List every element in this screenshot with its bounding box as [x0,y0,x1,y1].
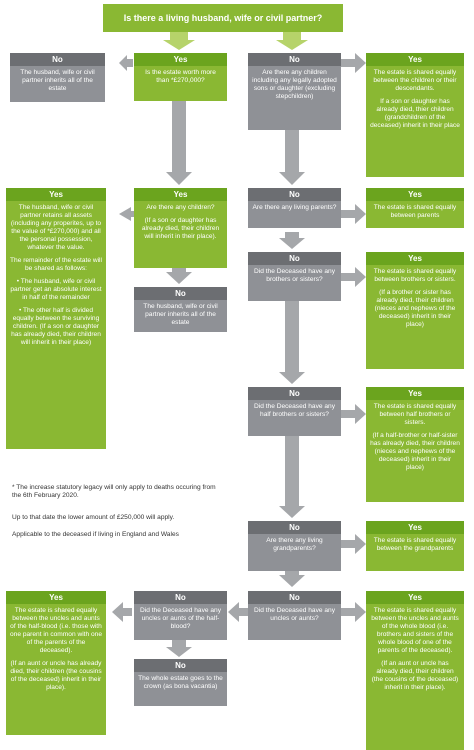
brothers-sisters-text: Did the Deceased have any brothers or si… [248,265,341,301]
children-question-p2: (If a son or daughter has already died, … [141,217,220,240]
no-header: No [248,591,341,604]
uncles-whole-share-p1: The estate is shared equally between the… [371,607,459,654]
half-siblings-box: No Did the Deceased have any half brothe… [248,387,341,436]
no-header: No [248,53,341,66]
uncles-whole-share-text: The estate is shared equally between the… [366,604,464,750]
children-share-text: The estate is shared equally between the… [366,66,464,177]
half-siblings-share-p1: The estate is shared equally between hal… [373,403,457,426]
half-uncles-share-text: The estate is shared equally between the… [6,604,106,735]
half-siblings-share-p2: (If a half-brother or half-sister has al… [370,432,460,471]
spouse-retains-text: The husband, wife or civil partner retai… [6,201,106,449]
share-item-2: • The other half is divided equally betw… [11,307,101,346]
parents-share-box: Yes The estate is shared equally between… [366,188,464,228]
spouse-no-box: No The husband, wife or civil partner in… [10,53,105,102]
grandparents-box: No Are there any living grandparents? [248,521,341,571]
spouse-all-text: The husband, wife or civil partner inher… [134,300,227,332]
half-siblings-share-text: The estate is shared equally between hal… [366,400,464,502]
children-share-p2: If a son or daughter has already died, t… [370,98,460,129]
uncles-aunts-text: Did the Deceased have any uncles or aunt… [248,604,341,640]
no-header: No [248,521,341,534]
brothers-sisters-box: No Did the Deceased have any brothers or… [248,252,341,301]
crown-text: The whole estate goes to the crown (as b… [134,672,227,706]
grandparents-share-text: The estate is shared equally between the… [366,534,464,571]
yes-header: Yes [366,188,464,201]
green-arrows [163,32,308,50]
any-children-text: Are there any children including any leg… [248,66,341,130]
no-header: No [134,591,227,604]
yes-header: Yes [366,591,464,604]
children-share-box: Yes The estate is shared equally between… [366,53,464,177]
yes-header: Yes [6,591,106,604]
grey-arrows [112,53,366,657]
estate-worth-box: Yes Is the estate worth more than *£270,… [134,53,227,101]
note-applicable: Applicable to the deceased if living in … [12,531,179,538]
note-statutory-legacy: * The increase statutory legacy will onl… [12,484,216,499]
half-uncles-box: No Did the Deceased have any uncles or a… [134,591,227,640]
main-question: Is there a living husband, wife or civil… [103,4,343,32]
no-header: No [134,659,227,672]
grandparents-text: Are there any living grandparents? [248,534,341,571]
living-parents-text: Are there any living parents? [248,201,341,228]
children-question-box: Yes Are there any children? (If a son or… [134,188,227,268]
yes-header: Yes [366,521,464,534]
spouse-retains-p2: The remainder of the estate will be shar… [10,257,102,272]
half-siblings-share-box: Yes The estate is shared equally between… [366,387,464,502]
yes-header: Yes [366,53,464,66]
spouse-no-text: The husband, wife or civil partner inher… [10,66,105,102]
living-parents-box: No Are there any living parents? [248,188,341,228]
yes-header: Yes [366,252,464,265]
share-item-1: • The husband, wife or civil partner get… [10,278,102,301]
any-children-box: No Are there any children including any … [248,53,341,130]
crown-box: No The whole estate goes to the crown (a… [134,659,227,706]
grandparents-share-box: Yes The estate is shared equally between… [366,521,464,571]
half-siblings-text: Did the Deceased have any half brothers … [248,400,341,436]
spouse-all-box: No The husband, wife or civil partner in… [134,287,227,332]
no-header: No [248,387,341,400]
uncles-aunts-box: No Did the Deceased have any uncles or a… [248,591,341,640]
parents-share-text: The estate is shared equally between par… [366,201,464,228]
half-uncles-share-box: Yes The estate is shared equally between… [6,591,106,735]
uncles-whole-share-box: Yes The estate is shared equally between… [366,591,464,750]
no-header: No [248,188,341,201]
children-question-p1: Are there any children? [146,204,215,211]
siblings-share-p1: The estate is shared equally between bro… [373,268,457,283]
half-uncles-share-p1: The estate is shared equally between the… [10,607,103,654]
spouse-retains-box: Yes The husband, wife or civil partner r… [6,188,106,449]
estate-worth-text: Is the estate worth more than *£270,000? [134,66,227,101]
half-uncles-text: Did the Deceased have any uncles or aunt… [134,604,227,640]
no-header: No [248,252,341,265]
yes-header: Yes [366,387,464,400]
half-uncles-share-p2: (If an aunt or uncle has already died, t… [10,660,102,691]
spouse-retains-p1: The husband, wife or civil partner retai… [10,204,102,251]
children-share-p1: The estate is shared equally between the… [373,69,457,92]
siblings-share-text: The estate is shared equally between bro… [366,265,464,369]
no-header: No [134,287,227,300]
siblings-share-p2: (If a brother or sister has already died… [374,289,456,328]
children-question-text: Are there any children? (If a son or dau… [134,201,227,268]
yes-header: Yes [134,188,227,201]
siblings-share-box: Yes The estate is shared equally between… [366,252,464,369]
yes-header: Yes [6,188,106,201]
note-lower-amount: Up to that date the lower amount of £250… [12,514,175,521]
no-header: No [10,53,105,66]
share-list: • The husband, wife or civil partner get… [10,278,102,347]
yes-header: Yes [134,53,227,66]
uncles-whole-share-p2: (If an aunt or uncle has already died, t… [371,660,459,691]
